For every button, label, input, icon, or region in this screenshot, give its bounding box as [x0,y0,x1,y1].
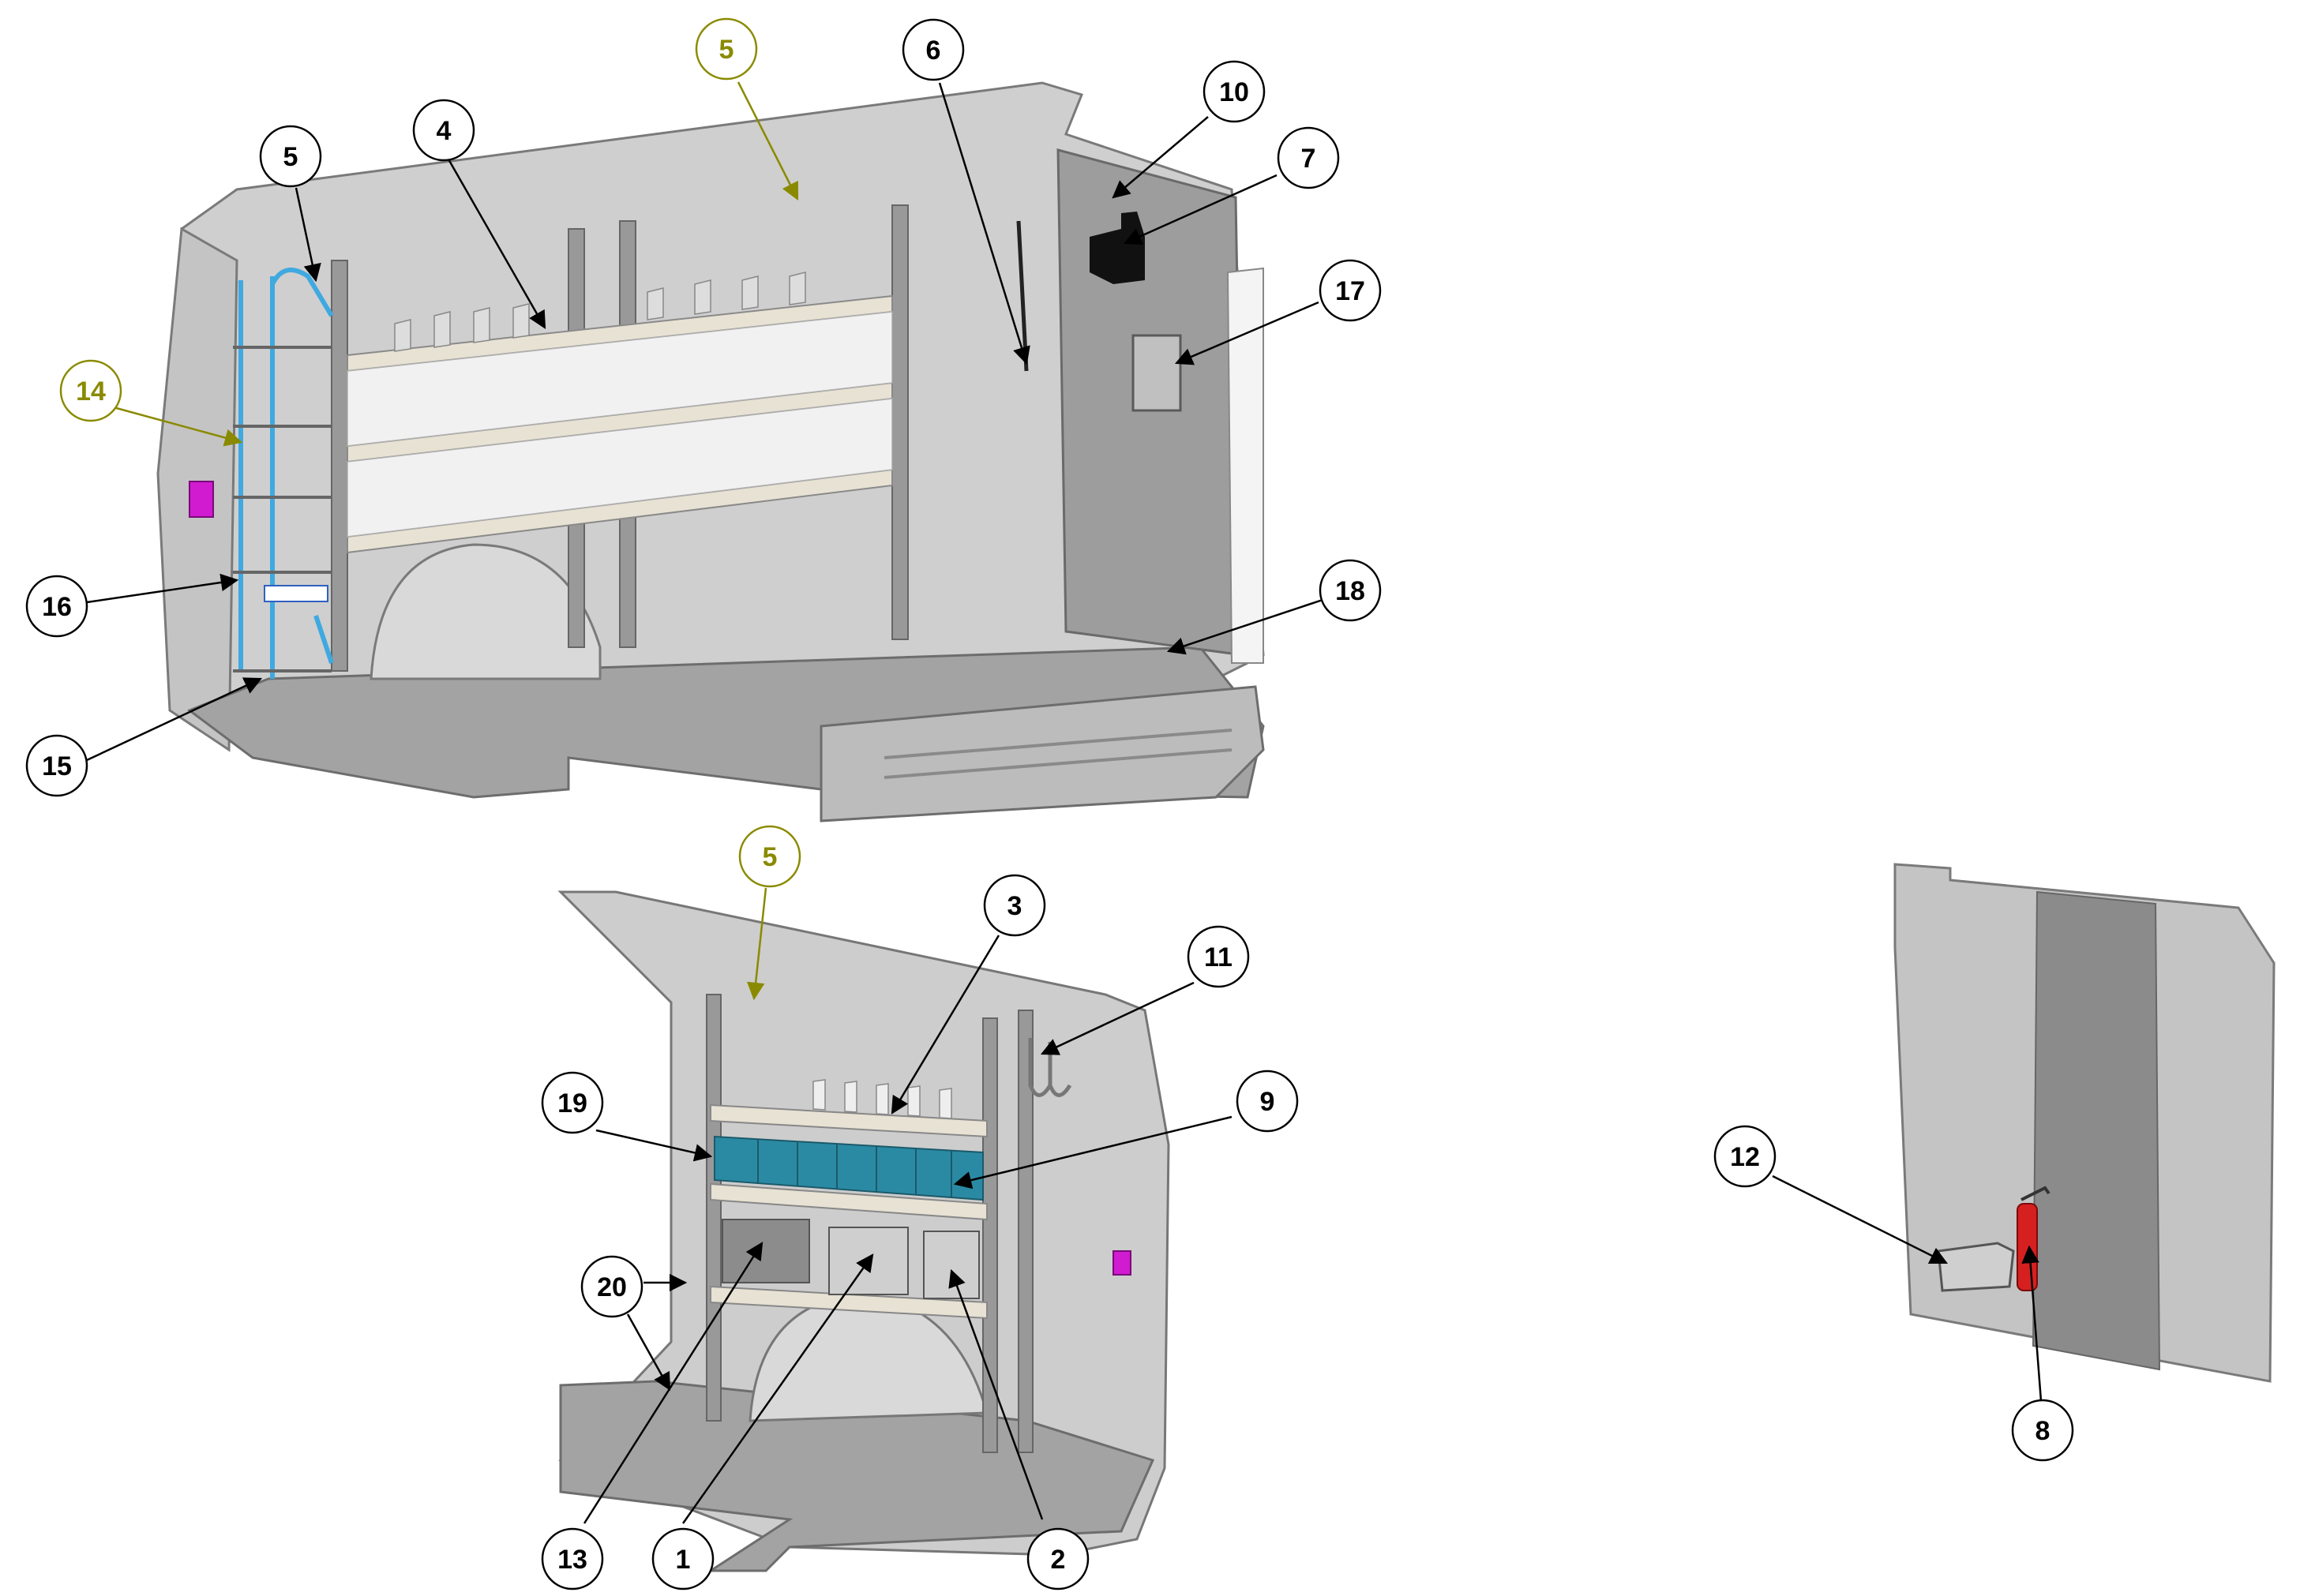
partition-panel [1893,863,2276,1383]
callout-19: 19 [541,1071,604,1134]
callout-10-label: 10 [1219,77,1249,107]
callout-18: 18 [1319,559,1382,622]
leader-lines [86,81,2043,1524]
callout-1-label: 1 [676,1545,691,1575]
callout-4: 4 [412,99,475,162]
callout-9: 9 [1236,1070,1299,1133]
callout-19-label: 19 [557,1088,587,1118]
callout-13-label: 13 [557,1545,587,1575]
callout-2: 2 [1026,1527,1090,1590]
callout-4-label: 4 [437,116,452,146]
van-side-step [820,685,1265,822]
callout-17: 17 [1319,259,1382,322]
storage-box-12 [1937,1242,2015,1292]
callout-14: 14 [59,359,122,422]
callout-2-label: 2 [1051,1545,1066,1575]
callout-12: 12 [1713,1125,1777,1188]
callout-5b-label: 5 [719,35,734,65]
callout-15-label: 15 [42,751,72,781]
shelving-unit-rear [331,204,909,672]
callout-16-label: 16 [42,592,72,622]
callout-7: 7 [1277,126,1340,189]
callout-5a-label: 5 [283,142,298,172]
callout-13: 13 [541,1527,604,1590]
van-interior-side-view [156,81,1265,822]
callout-6: 6 [902,18,965,81]
callout-20: 20 [580,1255,643,1318]
storage-bins [714,1135,984,1201]
callout-8: 8 [2011,1399,2074,1462]
callout-17-label: 17 [1335,276,1365,306]
callout-11: 11 [1187,925,1250,988]
callout-5c-label: 5 [763,842,778,872]
callout-3: 3 [983,874,1046,937]
callout-11-label: 11 [1204,942,1233,972]
callout-15: 15 [25,734,88,797]
callout-6-label: 6 [926,36,941,66]
ladder-rack [233,268,334,679]
callout-5-shelf-rear: 5 [738,825,801,888]
hooks-11 [1028,1038,1072,1097]
callout-18-label: 18 [1335,576,1365,606]
callout-10: 10 [1203,60,1266,123]
magenta-part-side [1112,1250,1131,1276]
callout-20-label: 20 [597,1272,627,1302]
magenta-part-rear [189,481,214,518]
callout-5-shelf-top: 5 [695,17,758,81]
callout-9-label: 9 [1260,1087,1275,1117]
callout-5-ladder-rack: 5 [259,125,322,188]
van-interior-rear-view [557,890,1170,1572]
callout-8-label: 8 [2035,1416,2050,1446]
callout-14-label: 14 [76,377,106,406]
callout-16: 16 [25,575,88,638]
callout-12-label: 12 [1730,1142,1760,1172]
callout-1: 1 [651,1527,715,1590]
callout-7-label: 7 [1301,144,1316,174]
storage-box-17 [1131,334,1182,412]
callout-3-label: 3 [1007,891,1022,921]
